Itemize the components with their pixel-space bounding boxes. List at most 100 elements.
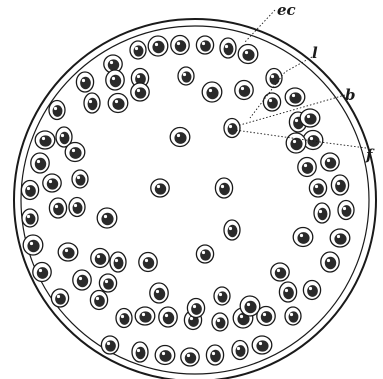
cell-highlight bbox=[315, 185, 318, 188]
cell-nucleus bbox=[313, 183, 324, 194]
cell-highlight bbox=[290, 313, 293, 316]
cell-nucleus bbox=[297, 232, 309, 244]
cell-nucleus bbox=[35, 158, 46, 170]
cell-highlight bbox=[57, 295, 60, 298]
cell-highlight bbox=[74, 204, 77, 207]
cell-highlight bbox=[269, 99, 272, 102]
cell-nucleus bbox=[236, 345, 246, 357]
cell-nucleus bbox=[112, 98, 124, 110]
cell-highlight bbox=[55, 205, 58, 208]
cell-nucleus bbox=[101, 213, 113, 225]
label-f: f bbox=[365, 146, 375, 164]
cell-nucleus bbox=[136, 347, 146, 359]
cell-highlight bbox=[37, 160, 40, 163]
cell-nucleus bbox=[80, 77, 91, 89]
cell-highlight bbox=[293, 140, 296, 143]
cell-nucleus bbox=[289, 92, 301, 103]
cell-nucleus bbox=[270, 73, 280, 85]
cell-nucleus bbox=[335, 180, 346, 192]
cell-nucleus bbox=[191, 303, 202, 315]
cell-highlight bbox=[327, 259, 330, 262]
cell-nucleus bbox=[228, 225, 238, 237]
cell-nucleus bbox=[175, 40, 186, 52]
cell-highlight bbox=[72, 149, 75, 152]
cell-highlight bbox=[247, 303, 250, 306]
cell-highlight bbox=[240, 315, 243, 318]
cell-highlight bbox=[343, 207, 346, 210]
cell-highlight bbox=[142, 313, 145, 316]
cell-highlight bbox=[110, 61, 113, 64]
cell-nucleus bbox=[53, 105, 63, 117]
cell-nucleus bbox=[27, 240, 39, 252]
cell-nucleus bbox=[290, 138, 302, 150]
cell-nucleus bbox=[307, 285, 318, 297]
cell-highlight bbox=[27, 187, 30, 190]
label-ec: ec bbox=[277, 1, 296, 19]
cell-nucleus bbox=[302, 162, 313, 174]
cell-highlight bbox=[115, 100, 118, 103]
label-b: b bbox=[345, 86, 356, 104]
cell-highlight bbox=[145, 259, 148, 262]
cell-highlight bbox=[79, 277, 82, 280]
cell-nucleus bbox=[289, 311, 299, 322]
cell-nucleus bbox=[210, 350, 221, 362]
cell-highlight bbox=[156, 290, 159, 293]
cell-highlight bbox=[300, 234, 303, 237]
cell-nucleus bbox=[135, 87, 146, 98]
cell-nucleus bbox=[108, 59, 119, 70]
cell-highlight bbox=[193, 305, 196, 308]
cell-nucleus bbox=[325, 157, 336, 168]
cell-highlight bbox=[309, 287, 312, 290]
cell-nucleus bbox=[174, 132, 186, 144]
cell-highlight bbox=[212, 352, 215, 355]
cell-highlight bbox=[77, 176, 80, 179]
cell-highlight bbox=[229, 227, 232, 230]
cell-nucleus bbox=[200, 40, 211, 51]
cell-highlight bbox=[54, 107, 57, 110]
cell-highlight bbox=[304, 164, 307, 167]
cell-nucleus bbox=[69, 147, 81, 159]
cell-nucleus bbox=[239, 85, 250, 97]
cell-highlight bbox=[263, 313, 266, 316]
cell-nucleus bbox=[114, 257, 124, 269]
cell-nucleus bbox=[95, 253, 106, 265]
cell-nucleus bbox=[318, 208, 328, 220]
cell-highlight bbox=[137, 75, 140, 78]
cell-nucleus bbox=[342, 205, 352, 217]
cell-highlight bbox=[183, 73, 186, 76]
cell-highlight bbox=[271, 75, 274, 78]
cell-nucleus bbox=[152, 41, 164, 53]
cell-nucleus bbox=[244, 301, 256, 313]
cell-nucleus bbox=[219, 183, 230, 195]
cell-nucleus bbox=[261, 311, 272, 323]
cell-highlight bbox=[327, 159, 330, 162]
cell-highlight bbox=[112, 77, 115, 80]
cell-highlight bbox=[209, 89, 212, 92]
leader-line-l bbox=[250, 57, 312, 118]
cell-nucleus bbox=[228, 123, 238, 135]
cell-highlight bbox=[219, 293, 222, 296]
cell-nucleus bbox=[60, 132, 70, 144]
cell-nucleus bbox=[47, 178, 58, 189]
cell-nucleus bbox=[334, 233, 346, 244]
cell-nucleus bbox=[55, 293, 66, 304]
cell-highlight bbox=[107, 342, 110, 345]
cell-nucleus bbox=[94, 295, 105, 307]
cell-highlight bbox=[295, 119, 298, 122]
cell-highlight bbox=[237, 347, 240, 350]
cell-highlight bbox=[30, 242, 33, 245]
cell-highlight bbox=[337, 235, 340, 238]
cell-nucleus bbox=[242, 49, 254, 61]
cell-highlight bbox=[307, 115, 310, 118]
cell-highlight bbox=[285, 289, 288, 292]
cell-highlight bbox=[65, 249, 68, 252]
cell-highlight bbox=[105, 280, 108, 283]
cell-nucleus bbox=[88, 98, 98, 110]
cell-nucleus bbox=[134, 45, 144, 56]
cell-highlight bbox=[155, 43, 158, 46]
cell-nucleus bbox=[216, 317, 226, 328]
cell-highlight bbox=[229, 125, 232, 128]
cell-highlight bbox=[292, 94, 295, 97]
cell-nucleus bbox=[218, 291, 228, 302]
cell-highlight bbox=[97, 255, 100, 258]
